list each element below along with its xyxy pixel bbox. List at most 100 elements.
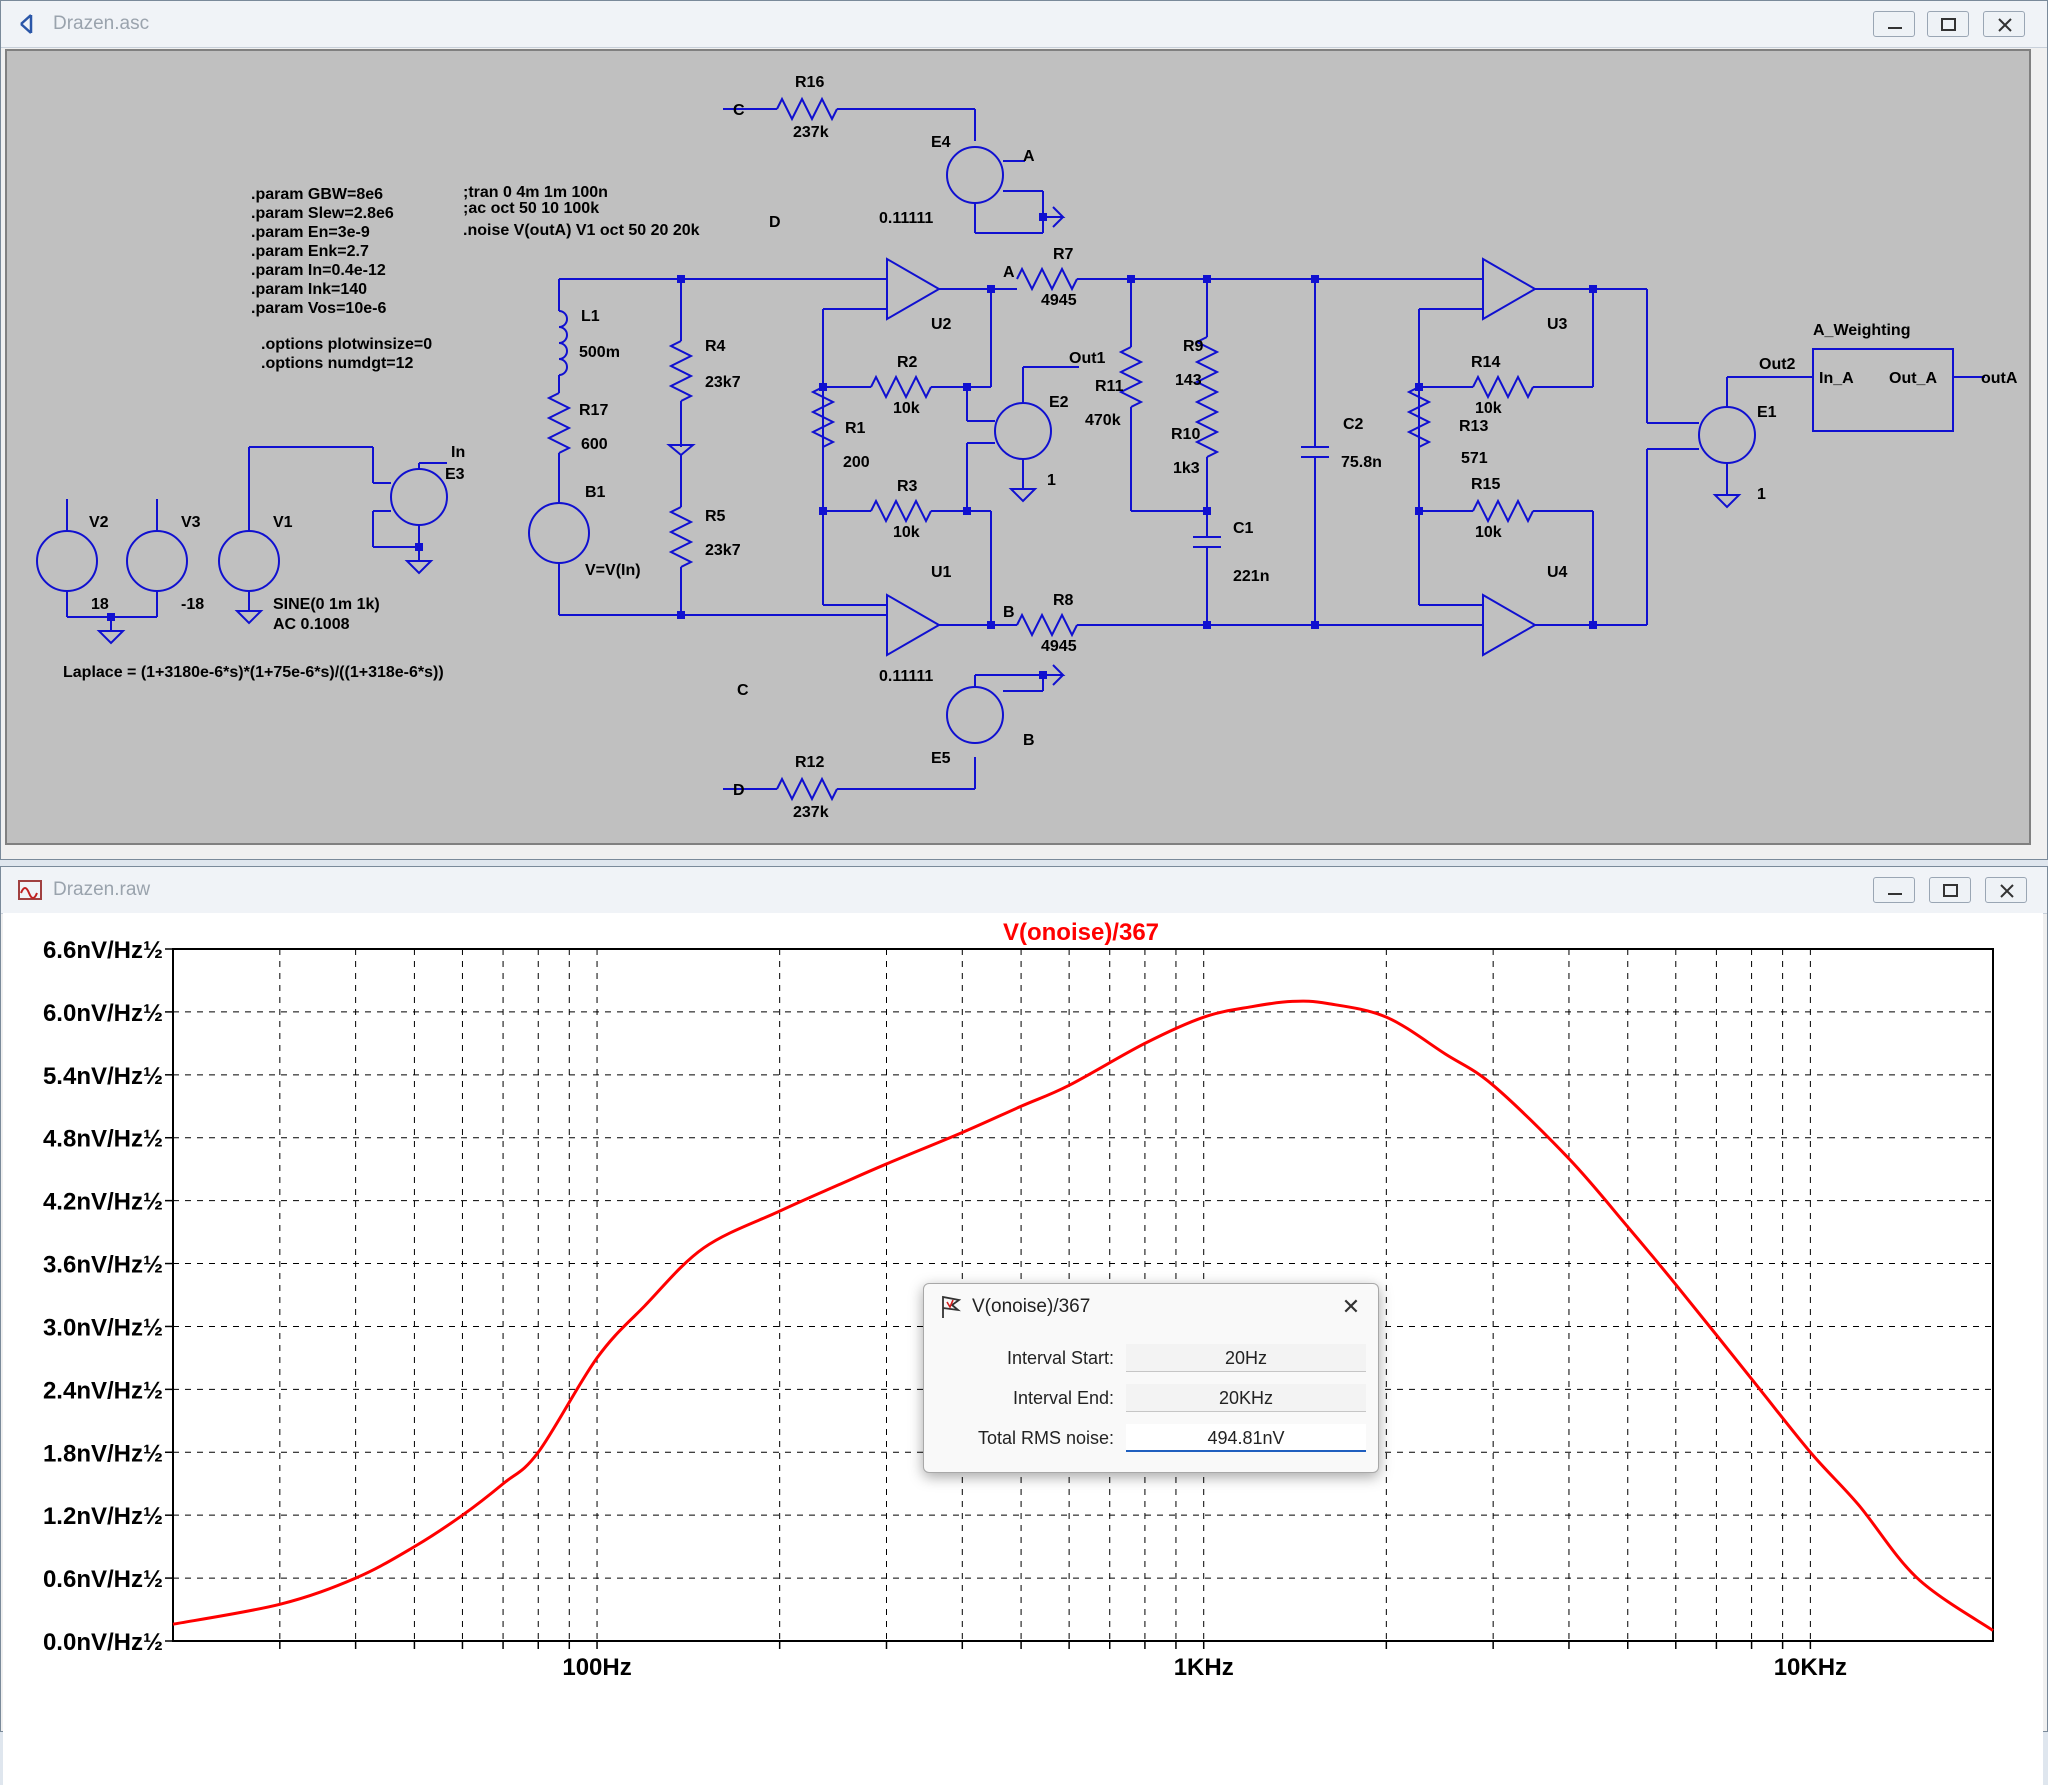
component-label: -18 (181, 596, 204, 613)
component-label: 600 (581, 436, 608, 453)
noise-trace (172, 999, 1994, 1632)
close-button[interactable] (1985, 877, 2027, 903)
component-label: R15 (1471, 476, 1500, 493)
directive: .param En=3e-9 (251, 224, 370, 241)
component-label: 470k (1085, 412, 1121, 429)
directive-block: .param GBW=8e6 .param Slew=2.8e6 .param … (63, 184, 700, 681)
directive: .param Enk=2.7 (251, 243, 369, 260)
component-label: 23k7 (705, 542, 741, 559)
component-label: U4 (1547, 564, 1568, 581)
y-tick-label: 4.8nV/Hz½ (43, 1126, 163, 1153)
component-label: E5 (931, 750, 951, 767)
component-label: R13 (1459, 418, 1488, 435)
waveform-app-icon (18, 880, 42, 900)
component-label: U2 (931, 316, 952, 333)
component-label: C1 (1233, 520, 1254, 537)
y-tick-label: 0.6nV/Hz½ (43, 1566, 163, 1593)
y-tick-label: 6.6nV/Hz½ (43, 937, 163, 964)
directive: .param GBW=8e6 (251, 186, 383, 203)
component-label: In (451, 444, 465, 461)
component-label: R4 (705, 338, 726, 355)
interval-start-field[interactable]: 20Hz (1126, 1344, 1366, 1372)
component-label: V1 (273, 514, 293, 531)
total-rms-noise-field[interactable]: 494.81nV (1126, 1424, 1366, 1452)
directive: .param Ink=140 (251, 281, 367, 298)
trace-label[interactable]: V(onoise)/367 (1003, 919, 1159, 946)
component-label: Out2 (1759, 356, 1796, 373)
component-label: R11 (1095, 378, 1124, 395)
total-rms-noise-label: Total RMS noise: (977, 1428, 1114, 1448)
component-label: B1 (585, 484, 606, 501)
component-label: B (1023, 732, 1035, 749)
component-label: 571 (1461, 450, 1488, 467)
component-label: R16 (795, 74, 824, 91)
component-label: 237k (793, 124, 829, 141)
schematic-title: Drazen.asc (53, 13, 150, 34)
plot-frame (172, 948, 1994, 1642)
component-label: 0.11111 (879, 668, 933, 685)
component-label: R10 (1171, 426, 1200, 443)
rms-noise-dialog: V(onoise)/367 ✕ Interval Start: 20Hz Int… (923, 1283, 1379, 1473)
component-label: U1 (931, 564, 952, 581)
component-label: 10k (893, 400, 920, 417)
component-label: 1 (1757, 486, 1766, 503)
component-label: 221n (1233, 568, 1269, 585)
component-label: 75.8n (1341, 454, 1382, 471)
component-label: 10k (1475, 524, 1502, 541)
component-label: A_Weighting (1813, 322, 1910, 339)
component-label: 200 (843, 454, 870, 471)
component-label: R7 (1053, 246, 1074, 263)
component-label: R8 (1053, 592, 1074, 609)
restore-button[interactable] (1929, 877, 1971, 903)
y-tick-label: 5.4nV/Hz½ (43, 1063, 163, 1090)
interval-end-label: Interval End: (1012, 1388, 1114, 1408)
component-label: U3 (1547, 316, 1568, 333)
component-label: outA (1981, 370, 2018, 387)
sim-command: ;ac oct 50 10 100k (463, 200, 599, 217)
component-label: Out_A (1889, 370, 1937, 387)
component-label: 18 (91, 596, 109, 613)
dialog-title: V(onoise)/367 (972, 1296, 1091, 1317)
minimize-button[interactable] (1873, 11, 1915, 37)
component-label: V3 (181, 514, 201, 531)
flag-icon (942, 1295, 962, 1318)
component-label: 4945 (1041, 292, 1077, 309)
component-label: V=V(In) (585, 562, 641, 579)
component-label: R2 (897, 354, 918, 371)
component-label: 143 (1175, 372, 1202, 389)
component-label: D (769, 214, 781, 231)
restore-button[interactable] (1927, 11, 1969, 37)
component-label: R5 (705, 508, 726, 525)
close-button[interactable] (1983, 11, 2025, 37)
schematic-drawing: .param GBW=8e6 .param Slew=2.8e6 .param … (36, 74, 2018, 821)
y-tick-label: 1.8nV/Hz½ (43, 1440, 163, 1467)
interval-end-field[interactable]: 20KHz (1126, 1384, 1366, 1412)
component-label: 4945 (1041, 638, 1077, 655)
schematic-window: Drazen.asc (0, 0, 2048, 860)
component-label: B (1003, 604, 1015, 621)
directive: .param Vos=10e-6 (251, 300, 386, 317)
component-label: 237k (793, 804, 829, 821)
schematic-titlebar[interactable]: Drazen.asc (1, 1, 2047, 48)
schematic-canvas[interactable]: .param GBW=8e6 .param Slew=2.8e6 .param … (5, 49, 2031, 845)
component-label: In_A (1819, 370, 1854, 387)
sim-command: .noise V(outA) V1 oct 50 20 20k (463, 222, 700, 239)
minimize-button[interactable] (1873, 877, 1915, 903)
y-tick-label: 6.0nV/Hz½ (43, 1000, 163, 1027)
component-label: A (1003, 264, 1015, 281)
close-icon[interactable]: ✕ (1341, 1294, 1361, 1319)
component-label: 23k7 (705, 374, 741, 391)
component-label: E3 (445, 466, 465, 483)
schematic-app-icon (20, 14, 33, 34)
waveform-titlebar[interactable]: Drazen.raw (1, 867, 2047, 914)
component-label: L1 (581, 308, 600, 325)
component-label: R3 (897, 478, 918, 495)
directive: .param In=0.4e-12 (251, 262, 386, 279)
component-label: R1 (845, 420, 866, 437)
y-tick-label: 2.4nV/Hz½ (43, 1377, 163, 1404)
y-tick-label: 3.6nV/Hz½ (43, 1252, 163, 1279)
x-tick-label: 1KHz (1174, 1654, 1234, 1681)
component-label: C (737, 682, 749, 699)
component-label: AC 0.1008 (273, 616, 350, 633)
